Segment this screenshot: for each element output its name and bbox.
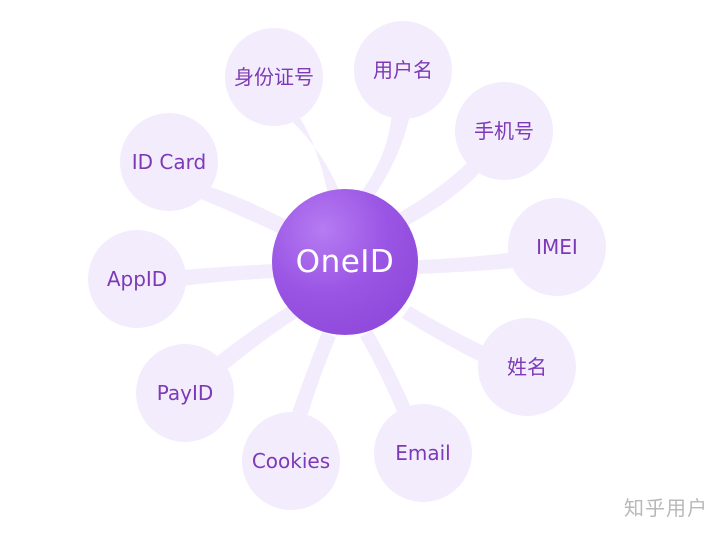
node-label-cookies: Cookies <box>251 449 331 473</box>
node-cookies: Cookies <box>242 412 340 510</box>
node-label-imei: IMEI <box>536 235 578 259</box>
node-name: 姓名 <box>478 318 576 416</box>
node-label-email: Email <box>395 441 451 465</box>
connector-cookies <box>290 332 336 420</box>
connector-phone <box>395 160 480 228</box>
node-phone: 手机号 <box>455 82 553 180</box>
node-label-phone: 手机号 <box>474 119 534 143</box>
watermark: 知乎用户 <box>624 496 708 520</box>
connector-name <box>402 306 488 362</box>
connector-id-card <box>198 185 290 236</box>
node-label-name: 姓名 <box>507 355 547 379</box>
node-email: Email <box>374 404 472 502</box>
node-username: 用户名 <box>354 21 452 119</box>
node-imei: IMEI <box>508 198 606 296</box>
node-id-number: 身份证号 <box>225 28 323 126</box>
node-label-id-card: ID Card <box>131 150 207 174</box>
node-app-id: AppID <box>88 230 186 328</box>
node-label-app-id: AppID <box>106 267 168 291</box>
connector-pay-id <box>212 305 298 372</box>
node-id-card: ID Card <box>120 113 218 211</box>
node-label-id-number: 身份证号 <box>234 65 314 89</box>
connector-id-number <box>285 115 345 205</box>
node-pay-id: PayID <box>136 344 234 442</box>
node-label-pay-id: PayID <box>156 381 214 405</box>
center-label: OneID <box>295 244 395 280</box>
connector-username <box>355 112 410 202</box>
connector-imei <box>418 252 515 274</box>
node-label-username: 用户名 <box>373 58 433 82</box>
connector-app-id <box>182 264 276 286</box>
connector-email <box>360 330 412 414</box>
center-node-oneid: OneID <box>272 189 418 335</box>
